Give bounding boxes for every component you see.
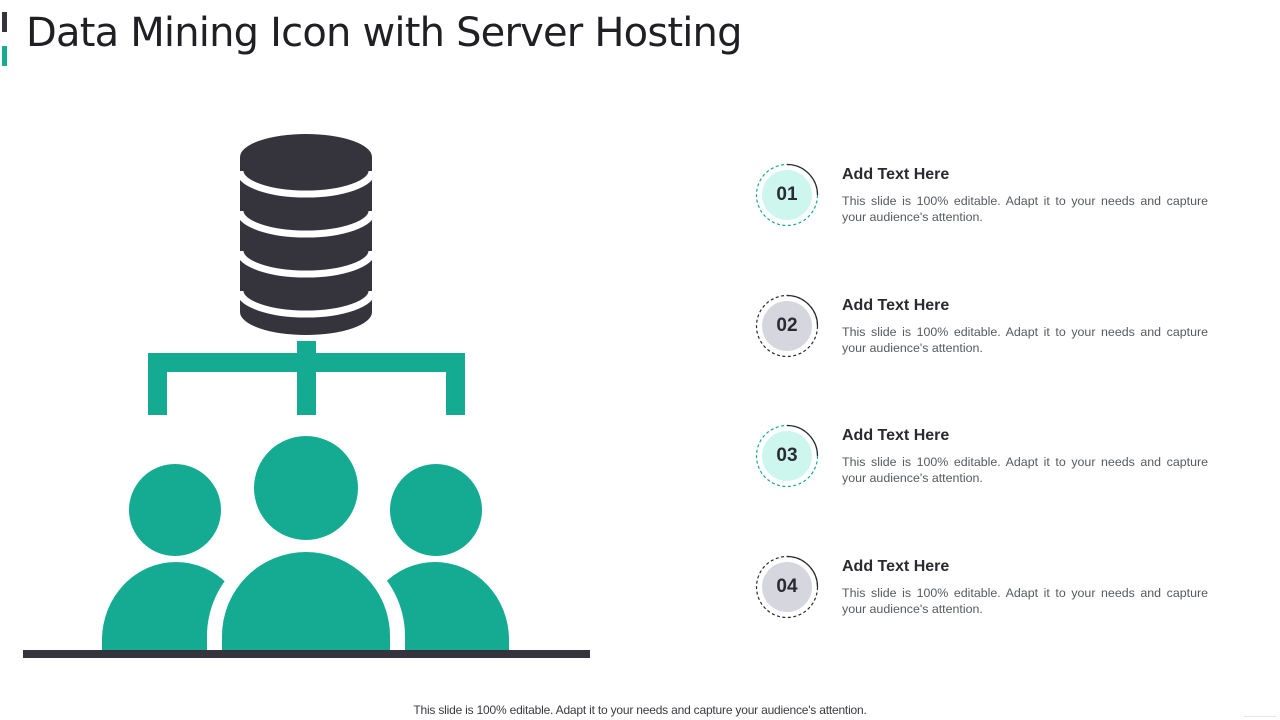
number-badge: 04 xyxy=(755,555,819,619)
badge-number: 04 xyxy=(776,576,798,597)
list-item-03: 03 Add Text Here This slide is 100% edit… xyxy=(755,424,1215,490)
badge-ring-icon xyxy=(755,555,819,619)
number-badge: 01 xyxy=(755,163,819,227)
number-badge: 02 xyxy=(755,294,819,358)
database-icon xyxy=(236,134,376,335)
item-description: This slide is 100% editable. Adapt it to… xyxy=(842,325,1208,355)
item-heading: Add Text Here xyxy=(842,558,950,575)
data-mining-illustration xyxy=(23,134,590,658)
badge-ring-icon xyxy=(755,294,819,358)
item-description: This slide is 100% editable. Adapt it to… xyxy=(842,455,1208,485)
title-accent-teal xyxy=(2,46,7,66)
list-item-04: 04 Add Text Here This slide is 100% edit… xyxy=(755,555,1215,621)
item-description: This slide is 100% editable. Adapt it to… xyxy=(842,586,1208,616)
connector-icon xyxy=(148,341,465,415)
badge-ring-icon xyxy=(755,163,819,227)
title-accent-dark xyxy=(2,12,7,32)
badge-number: 02 xyxy=(776,315,798,336)
ground-line xyxy=(23,650,590,658)
list-item-01: 01 Add Text Here This slide is 100% edit… xyxy=(755,163,1215,229)
people-group-icon xyxy=(102,436,509,650)
slide-title: Data Mining Icon with Server Hosting xyxy=(26,10,743,56)
badge-ring-icon xyxy=(755,424,819,488)
corner-mark xyxy=(1244,716,1276,717)
badge-number: 01 xyxy=(776,184,798,205)
item-heading: Add Text Here xyxy=(842,166,950,183)
list-item-02: 02 Add Text Here This slide is 100% edit… xyxy=(755,294,1215,360)
badge-number: 03 xyxy=(776,445,798,466)
footer-note: This slide is 100% editable. Adapt it to… xyxy=(413,703,867,717)
item-heading: Add Text Here xyxy=(842,297,950,314)
item-heading: Add Text Here xyxy=(842,427,950,444)
item-description: This slide is 100% editable. Adapt it to… xyxy=(842,194,1208,224)
number-badge: 03 xyxy=(755,424,819,488)
